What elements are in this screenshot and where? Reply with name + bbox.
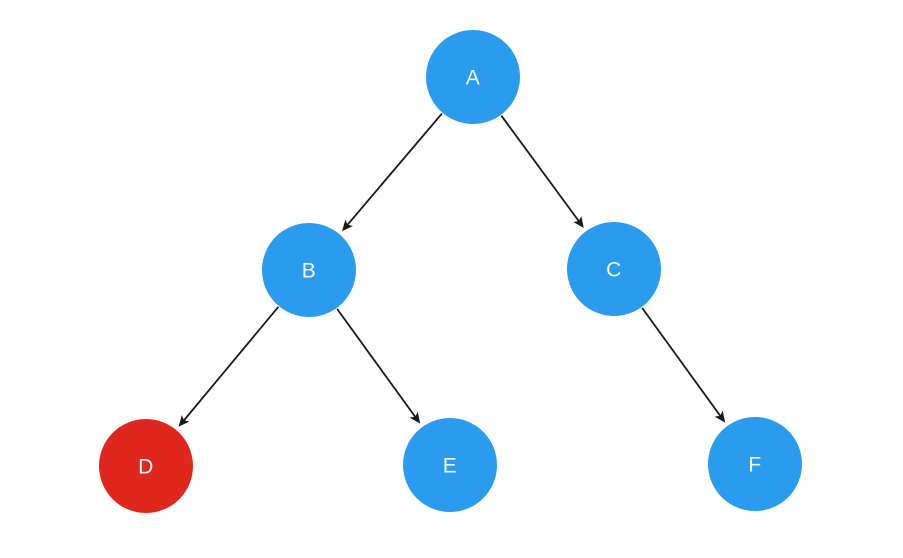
node-C-label: C xyxy=(606,259,622,282)
node-F-circle xyxy=(708,417,802,511)
node-A-circle xyxy=(426,30,520,124)
node-B-circle xyxy=(262,223,356,317)
node-F: F xyxy=(708,417,802,511)
edge-A-B-arrow xyxy=(342,113,443,232)
edge-B-D-arrow xyxy=(178,306,279,427)
node-D-circle xyxy=(99,419,193,513)
edge-B-E-arrow xyxy=(336,308,421,424)
node-E-circle xyxy=(403,418,497,512)
node-A-label: A xyxy=(466,67,481,90)
node-E-label: E xyxy=(443,455,458,478)
node-A: A xyxy=(426,30,520,124)
edge-C-F-arrow xyxy=(641,307,726,423)
node-D: D xyxy=(99,419,193,513)
edge-A-C-arrow xyxy=(500,115,584,228)
node-B-label: B xyxy=(302,260,317,283)
node-C-circle xyxy=(567,222,661,316)
node-C: C xyxy=(567,222,661,316)
node-D-label: D xyxy=(138,456,154,479)
node-F-label: F xyxy=(748,454,761,477)
node-B: B xyxy=(262,223,356,317)
node-E: E xyxy=(403,418,497,512)
